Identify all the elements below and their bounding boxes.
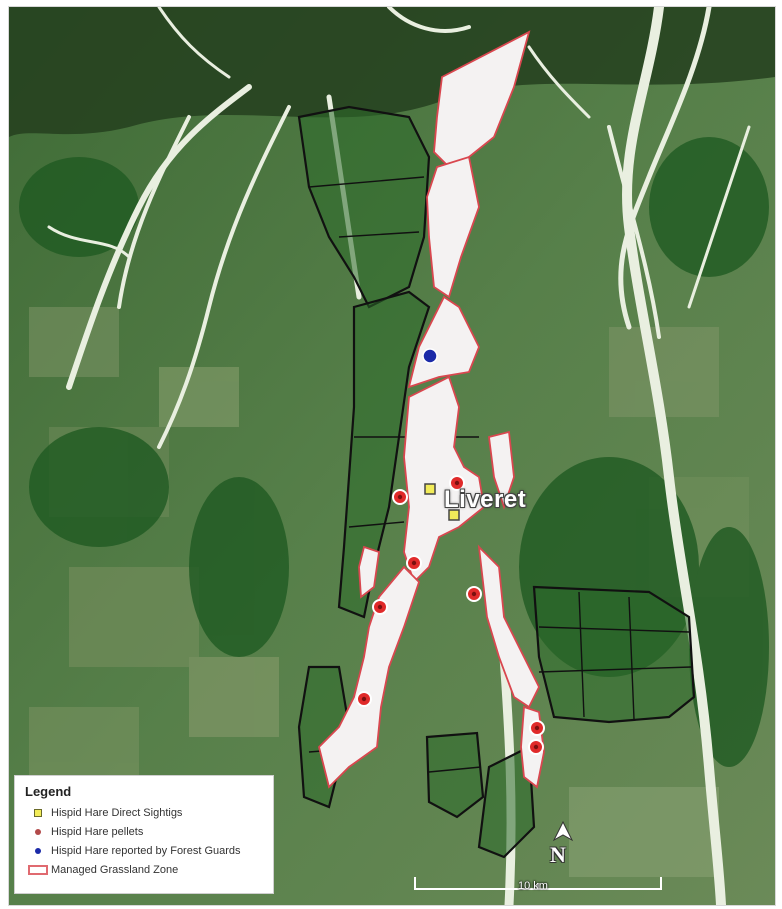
scale-bar: [414, 877, 662, 890]
guard-report-marker: [422, 348, 438, 364]
map-frame: [8, 6, 776, 906]
north-arrow-icon: [552, 820, 574, 842]
legend-panel: Legend Hispid Hare Direct Sightigs Hispi…: [14, 775, 274, 894]
dense-forest: [19, 137, 769, 767]
blue-dot-icon: [35, 847, 41, 854]
legend-item-forest-guards: Hispid Hare reported by Forest Guards: [25, 841, 263, 860]
legend-title: Legend: [25, 784, 72, 799]
place-label: Liveret: [444, 486, 527, 513]
sighting-markers: [424, 483, 460, 521]
legend-item-sightings: Hispid Hare Direct Sightigs: [25, 803, 263, 822]
legend-item-grassland-zone: Managed Grassland Zone: [25, 860, 263, 879]
mountain-band: [9, 7, 775, 137]
yellow-square-icon: [34, 808, 42, 817]
forest-compartments: [297, 105, 696, 859]
sighting-marker: [424, 483, 436, 495]
legend-item-pellets: Hispid Hare pellets: [25, 822, 263, 841]
satellite-map[interactable]: [9, 7, 775, 905]
red-outline-box-icon: [28, 864, 48, 875]
sighting-marker: [448, 509, 460, 521]
legend-item-label: Managed Grassland Zone: [51, 863, 179, 876]
red-dot-icon: [35, 828, 41, 835]
scale-label: 10 km: [518, 880, 548, 892]
pellet-marker-centers: [361, 480, 540, 750]
north-arrow: N: [548, 820, 578, 870]
legend-item-label: Hispid Hare Direct Sightigs: [51, 806, 183, 819]
legend-item-label: Hispid Hare reported by Forest Guards: [51, 844, 241, 857]
north-label: N: [550, 842, 566, 867]
legend-item-label: Hispid Hare pellets: [51, 825, 144, 838]
